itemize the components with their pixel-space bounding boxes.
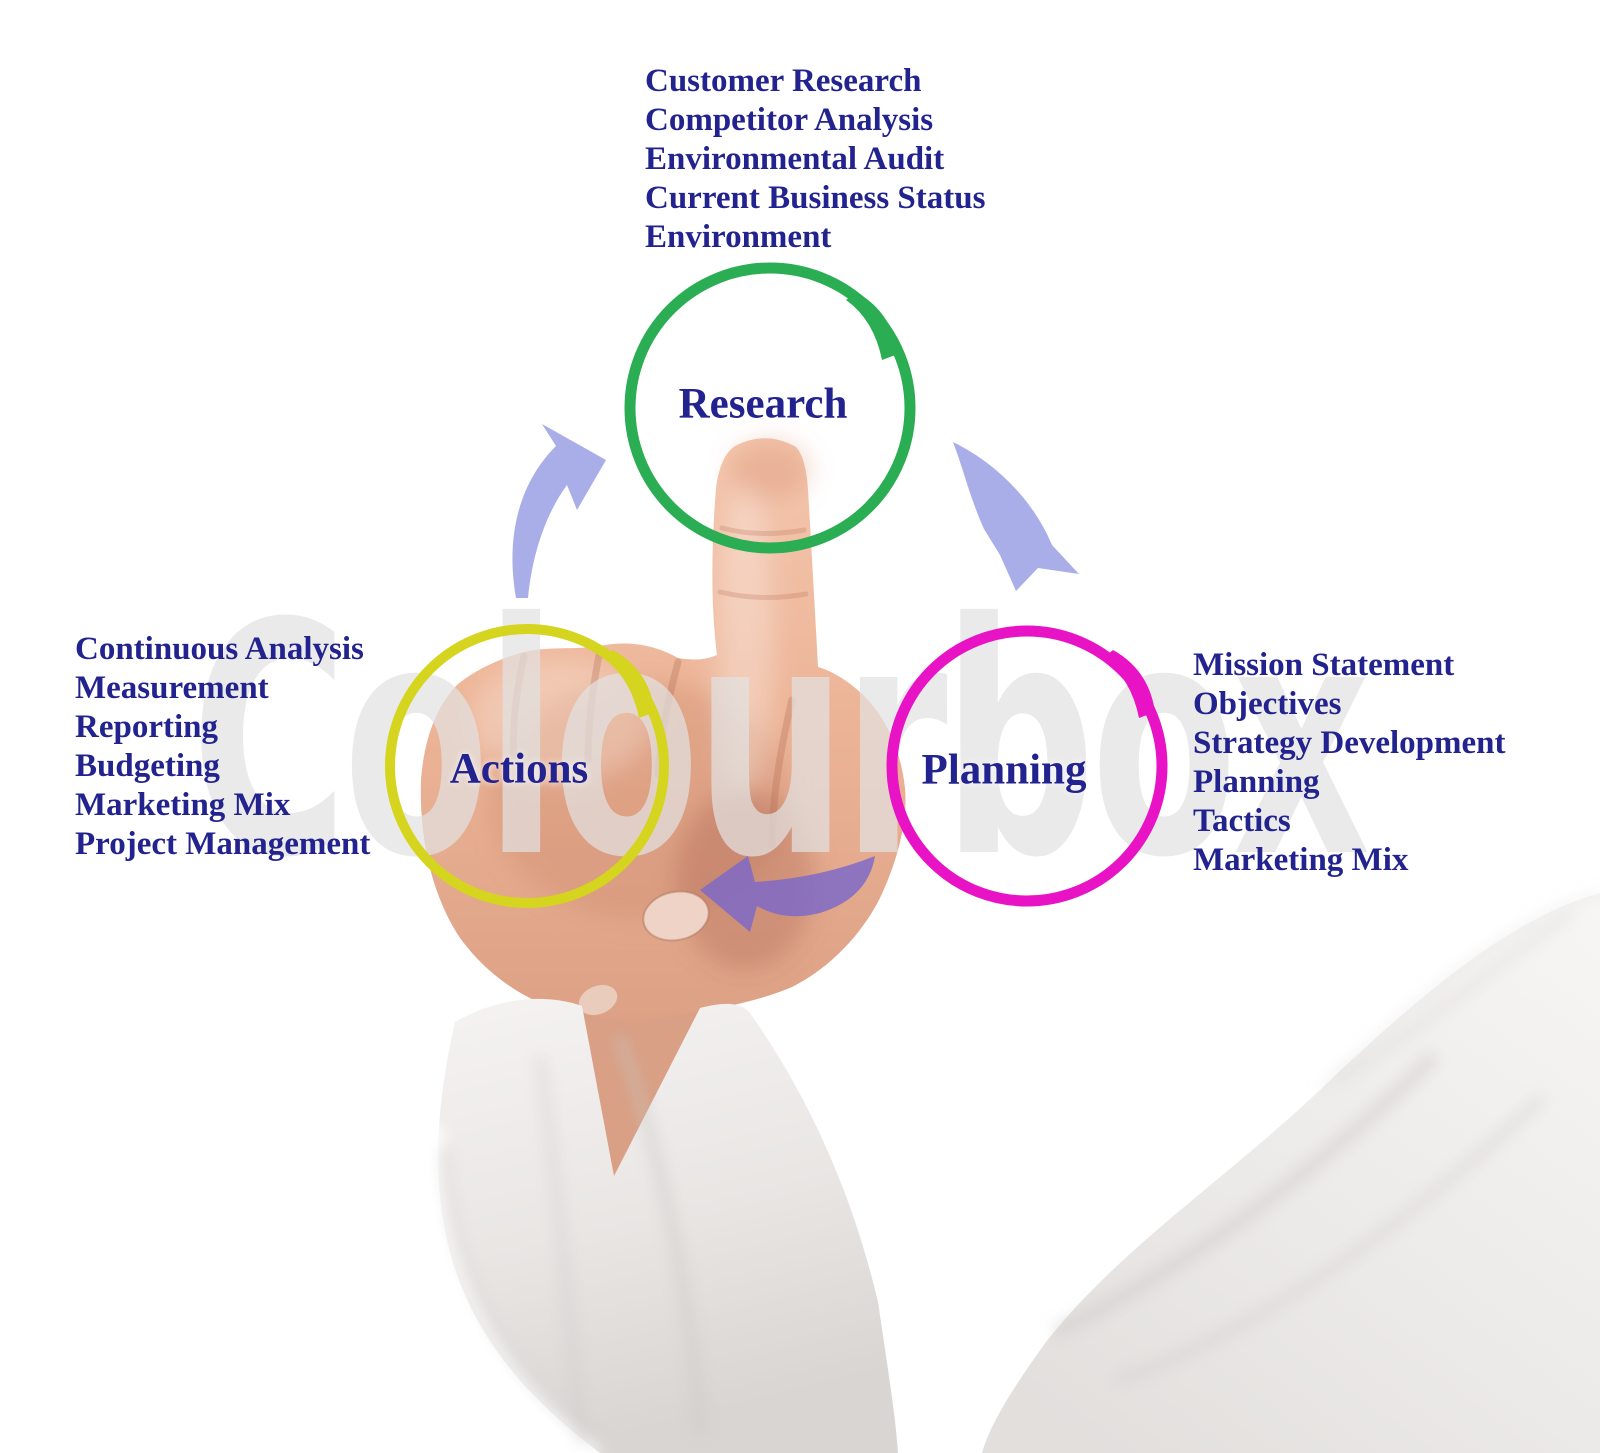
list-item: Customer Research	[645, 63, 922, 99]
actions-circle	[385, 624, 669, 908]
list-item: Budgeting	[75, 748, 220, 784]
actions-circle-ring	[385, 624, 669, 908]
research-circle-ring	[624, 262, 916, 554]
list-item: Project Management	[75, 826, 371, 862]
planning-circle-brush-tip	[1103, 650, 1155, 718]
actions-node-label: Actions	[449, 745, 589, 793]
list-item: Competitor Analysis	[645, 102, 934, 138]
list-item: Environmental Audit	[645, 141, 945, 177]
list-item: Marketing Mix	[1193, 842, 1409, 878]
list-item: Reporting	[75, 709, 218, 745]
research-circle-brush-tip	[846, 292, 898, 360]
arrow-planning-to-actions	[700, 856, 875, 932]
research-node-label: Research	[678, 380, 848, 428]
list-item: Planning	[1193, 764, 1320, 800]
planning-node-label: Planning	[921, 746, 1087, 794]
list-item: Measurement	[75, 670, 269, 706]
list-item: Marketing Mix	[75, 787, 291, 823]
shirt-arm-sleeve	[982, 893, 1600, 1453]
planning-circle-ring	[886, 625, 1168, 907]
arrow-research-to-planning	[953, 442, 1079, 591]
list-item: Current Business Status	[645, 180, 986, 216]
list-item: Tactics	[1193, 803, 1291, 839]
actions-circle-brush-tip	[603, 650, 655, 718]
list-item: Environment	[645, 219, 832, 255]
list-item: Strategy Development	[1193, 725, 1506, 761]
fabric-folds	[429, 891, 1600, 1453]
planning-circle	[886, 625, 1168, 907]
list-item: Continuous Analysis	[75, 631, 364, 667]
hand-shading	[470, 440, 815, 970]
research-circle	[624, 262, 916, 554]
list-item: Objectives	[1193, 686, 1342, 722]
arrow-actions-to-research	[512, 424, 606, 598]
hand-creases	[509, 525, 809, 849]
list-item: Mission Statement	[1193, 647, 1455, 683]
fingernails	[578, 890, 710, 1015]
